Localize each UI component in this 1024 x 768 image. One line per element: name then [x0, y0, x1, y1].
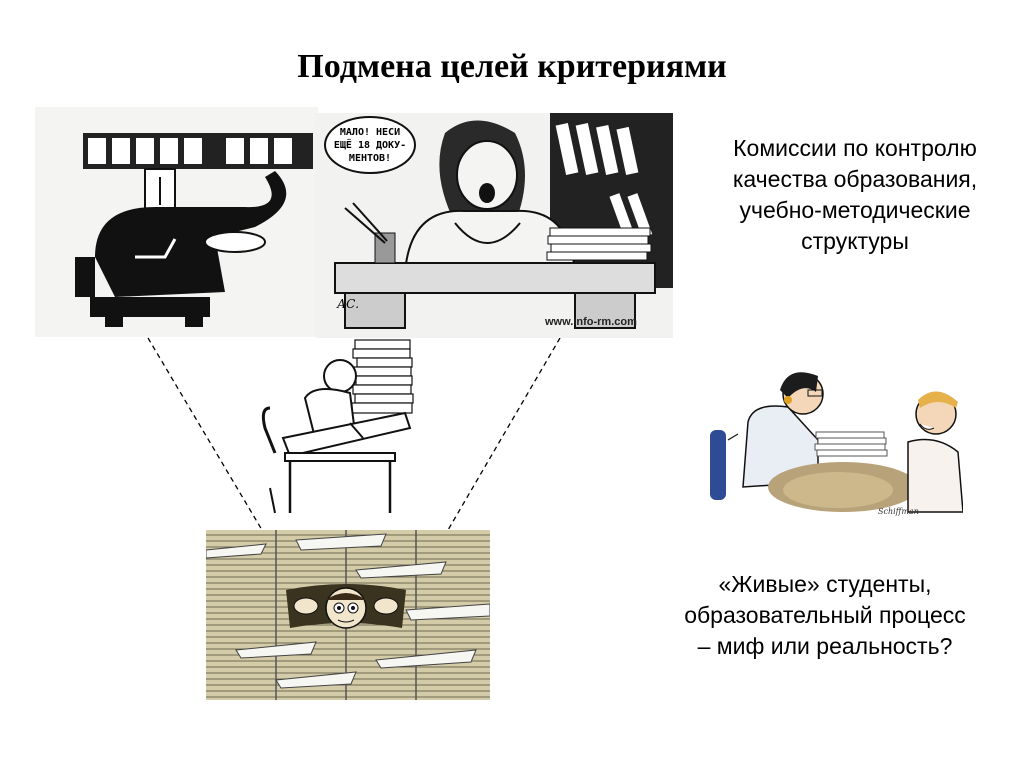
slide-title: Подмена целей критериями: [297, 48, 727, 85]
cartoon-watermark: www.info-rm.com: [544, 316, 637, 328]
cartoon-signature: АС.: [336, 297, 359, 311]
buried-in-paper-cartoon-image: [206, 530, 490, 700]
speech-bubble-line-1: МАЛО! НЕСИ: [340, 127, 400, 138]
clerk-paperwork-cartoon-image: [255, 338, 420, 518]
speech-bubble-line-2: ЕЩЁ 18 ДОКУ-: [334, 137, 406, 151]
cartoon-signature: Schiffman: [878, 507, 919, 516]
boss-cartoon-image: [35, 107, 318, 337]
bureaucrat-woman-cartoon-image: МАЛО! НЕСИ ЕЩЁ 18 ДОКУ- МЕНТОВ! АС. www.…: [315, 113, 673, 338]
teacher-student-cartoon-image: Schiffman: [708, 362, 963, 522]
caption-commissions: Комиссии по контролю качества образовани…: [732, 135, 978, 254]
caption-students: «Живые» студенты, образовательный процес…: [684, 571, 966, 659]
speech-bubble-line-3: МЕНТОВ!: [349, 153, 391, 164]
